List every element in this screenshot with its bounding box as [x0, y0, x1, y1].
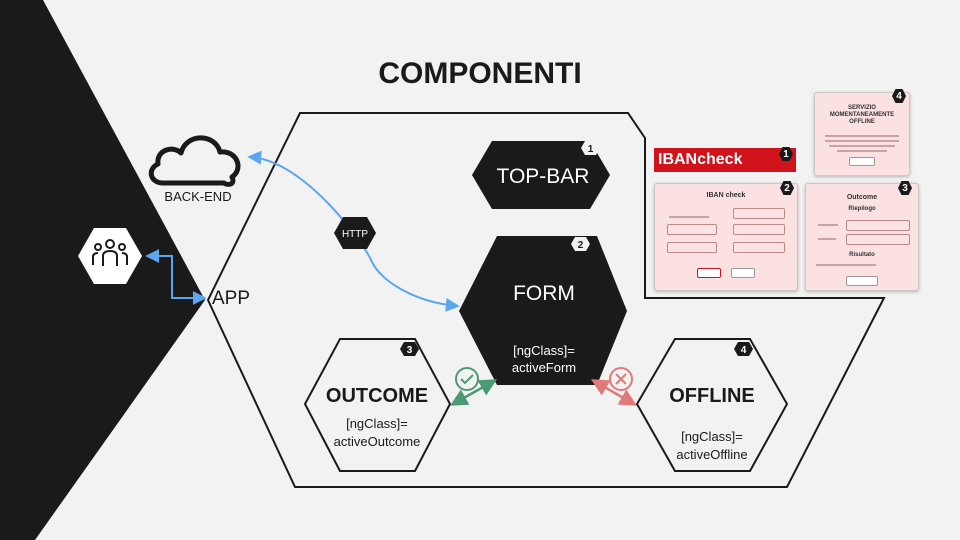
offline-arrow: [590, 379, 638, 406]
offline-sub1: [ngClass]=: [681, 429, 743, 444]
topbar-badge: 1: [588, 144, 594, 155]
users-node: [78, 228, 142, 284]
http-arrow: [247, 150, 460, 312]
form-badge-bg: [571, 237, 590, 251]
offline-preview: SERVIZIO MOMENTANEAMENTE OFFLINE: [814, 92, 910, 176]
form-badge: 2: [578, 240, 584, 251]
check-circle-icon: [455, 367, 479, 391]
topbar-hex: [472, 141, 610, 209]
offline-preview-line3: OFFLINE: [849, 119, 875, 125]
outcome-sub2: activeOutcome: [334, 434, 421, 449]
offline-label: OFFLINE: [669, 385, 755, 407]
offline-preview-line2: MOMENTANEAMENTE: [829, 112, 895, 118]
outcome-badge: 3: [407, 345, 413, 356]
offline-badge: 4: [741, 345, 747, 356]
outcome-arrow: [449, 379, 498, 406]
outcome-preview: Outcome Riepilogo Risultato: [805, 183, 919, 291]
app-label: APP: [212, 288, 250, 309]
offline-preview-line1: SERVIZIO: [848, 105, 876, 111]
ibancheck-badge: 1: [779, 147, 793, 161]
users-app-arrow: [145, 249, 207, 305]
topbar-label: TOP-BAR: [497, 165, 590, 188]
offline-preview-badge: 4: [892, 89, 906, 103]
outcome-preview-subtitle: Riepilogo: [848, 206, 876, 212]
form-sub2: activeForm: [512, 360, 576, 375]
form-label: FORM: [513, 282, 575, 305]
offline-sub2: activeOffline: [676, 447, 747, 462]
outcome-badge-bg: [400, 342, 419, 356]
form-preview-badge: 2: [780, 181, 794, 195]
backend-label: BACK-END: [164, 189, 231, 204]
topbar-badge-bg: [581, 141, 600, 155]
form-preview-cancel: [697, 268, 721, 278]
offline-badge-bg: [734, 342, 753, 356]
outcome-preview-section: Risultato: [849, 252, 875, 258]
http-label: HTTP: [342, 229, 368, 240]
form-preview-title: IBAN check: [706, 192, 746, 199]
app-outline: [206, 112, 886, 488]
ibancheck-topbar-preview: IBANcheck: [654, 148, 796, 172]
outcome-preview-badge: 3: [898, 181, 912, 195]
form-hex: [459, 236, 627, 385]
ibancheck-logo: IBANcheck: [658, 151, 743, 168]
http-hex: [334, 217, 376, 249]
offline-preview-button: [849, 157, 875, 166]
form-sub1: [ngClass]=: [513, 343, 575, 358]
outcome-preview-title: Outcome: [846, 194, 878, 201]
cloud-icon: [148, 135, 241, 187]
form-preview-check: [731, 268, 755, 278]
form-preview: IBAN check: [654, 183, 798, 291]
outcome-sub1: [ngClass]=: [346, 416, 408, 431]
users-icon: [92, 239, 128, 266]
page-title: COMPONENTI: [378, 57, 581, 90]
outcome-label: OUTCOME: [326, 385, 428, 407]
offline-hex: [635, 338, 789, 472]
x-circle-icon: [609, 367, 633, 391]
outcome-preview-button: [846, 276, 878, 286]
